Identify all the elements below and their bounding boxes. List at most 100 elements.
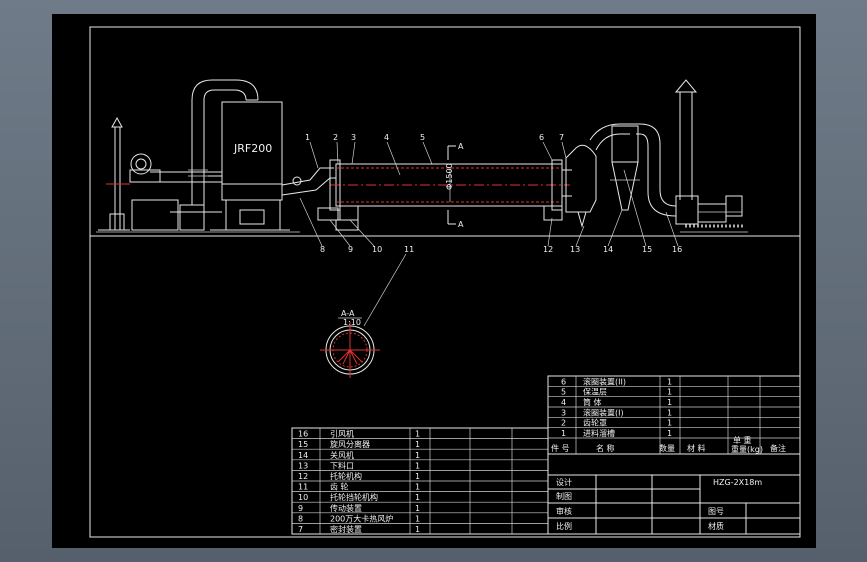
svg-text:A: A: [458, 220, 464, 229]
svg-text:1: 1: [415, 504, 420, 513]
drawing-canvas: [52, 14, 816, 548]
induced-draft-fan: [697, 195, 743, 223]
svg-text:托轮挡轮机构: 托轮挡轮机构: [330, 492, 378, 502]
svg-text:1: 1: [667, 388, 672, 397]
svg-text:6: 6: [539, 133, 544, 142]
callouts: 1 2 3 4 5 6 7 8 9 10 11 12 13 14 15 16: [299, 133, 682, 327]
svg-text:8: 8: [298, 514, 303, 523]
svg-text:1: 1: [415, 493, 420, 502]
table-row: 8 200万大卡热风炉 1: [298, 513, 420, 523]
svg-text:11: 11: [298, 483, 308, 492]
svg-text:9: 9: [298, 504, 303, 513]
diameter-label: Φ1500: [445, 163, 454, 190]
svg-text:8: 8: [320, 245, 325, 254]
svg-text:图号: 图号: [708, 507, 724, 516]
svg-text:9: 9: [348, 245, 353, 254]
svg-text:1: 1: [415, 514, 420, 523]
svg-text:13: 13: [570, 245, 580, 254]
svg-text:12: 12: [298, 472, 308, 481]
svg-text:材质: 材质: [708, 521, 724, 531]
svg-text:件 号: 件 号: [551, 443, 570, 453]
rotary-drum: Φ1500: [329, 159, 570, 211]
svg-text:关风机: 关风机: [330, 450, 354, 460]
svg-text:7: 7: [559, 133, 564, 142]
svg-text:10: 10: [298, 493, 308, 502]
svg-text:1: 1: [305, 133, 310, 142]
cyclone-separator: [589, 123, 640, 211]
feed-chute: [281, 167, 336, 196]
svg-text:1:10: 1:10: [343, 318, 361, 327]
svg-text:5: 5: [561, 388, 566, 397]
section-view-aa: A-A 1:10: [320, 309, 380, 378]
svg-text:3: 3: [561, 408, 566, 417]
svg-text:3: 3: [351, 133, 356, 142]
svg-text:1: 1: [415, 440, 420, 449]
discharge-hood: [562, 144, 597, 228]
svg-text:比例: 比例: [556, 521, 572, 531]
svg-text:1: 1: [667, 398, 672, 407]
svg-text:制图: 制图: [556, 491, 572, 501]
svg-text:15: 15: [298, 440, 308, 449]
svg-text:A: A: [458, 142, 464, 151]
inlet-pipe: [98, 116, 130, 231]
svg-text:重量(kg): 重量(kg): [731, 444, 763, 454]
svg-text:2: 2: [561, 419, 566, 428]
blower-fan: [129, 153, 222, 231]
svg-text:保温层: 保温层: [583, 387, 607, 397]
exhaust-duct: [630, 123, 677, 217]
svg-text:13: 13: [298, 461, 308, 470]
svg-text:审核: 审核: [556, 506, 572, 516]
svg-text:齿轮罩: 齿轮罩: [583, 418, 607, 428]
drawing-title: HZG-2X18m: [713, 478, 762, 487]
svg-text:200万大卡热风炉: 200万大卡热风炉: [330, 513, 393, 523]
svg-text:1: 1: [415, 451, 420, 460]
svg-text:6: 6: [561, 377, 566, 386]
svg-text:单 重: 单 重: [733, 435, 752, 445]
hot-air-furnace: JRF200: [208, 101, 290, 231]
title-block: HZG-2X18m 设计 制图 审核 比例 图号 材质: [547, 453, 801, 535]
svg-text:设计: 设计: [556, 477, 572, 487]
svg-text:筒 体: 筒 体: [583, 397, 602, 407]
svg-text:1: 1: [415, 472, 420, 481]
exhaust-stack: [674, 79, 699, 225]
svg-text:1: 1: [415, 461, 420, 470]
table-row: 10 托轮挡轮机构 1: [298, 492, 420, 502]
furnace-label: JRF200: [233, 142, 272, 155]
svg-text:2: 2: [333, 133, 338, 142]
table-row: 3 滚圈装置(I) 1: [561, 407, 672, 417]
svg-text:11: 11: [404, 245, 414, 254]
svg-text:滚圈装置(I): 滚圈装置(I): [583, 407, 624, 417]
table-row: 11 齿 轮 1: [298, 482, 420, 492]
svg-text:齿 轮: 齿 轮: [330, 482, 349, 492]
svg-text:1: 1: [667, 429, 672, 438]
table-row: 5 保温层 1: [561, 387, 672, 397]
svg-text:1: 1: [415, 483, 420, 492]
svg-text:材 料: 材 料: [687, 443, 706, 453]
svg-text:1: 1: [667, 408, 672, 417]
section-cut-markers: A A: [447, 142, 464, 229]
svg-text:数量: 数量: [659, 443, 675, 453]
svg-text:名 称: 名 称: [596, 443, 615, 453]
svg-text:备注: 备注: [770, 443, 786, 453]
svg-text:14: 14: [298, 451, 308, 460]
svg-text:A-A: A-A: [341, 309, 355, 318]
svg-text:16: 16: [672, 245, 682, 254]
svg-text:1: 1: [561, 429, 566, 438]
svg-text:1: 1: [667, 419, 672, 428]
svg-text:引风机: 引风机: [330, 429, 354, 439]
svg-text:4: 4: [384, 133, 389, 142]
svg-text:滚圈装置(II): 滚圈装置(II): [583, 376, 626, 386]
svg-text:7: 7: [298, 525, 303, 534]
svg-text:15: 15: [642, 245, 652, 254]
table-row: 2 齿轮罩 1: [561, 418, 672, 428]
table-row: 14 关风机 1: [298, 450, 420, 460]
